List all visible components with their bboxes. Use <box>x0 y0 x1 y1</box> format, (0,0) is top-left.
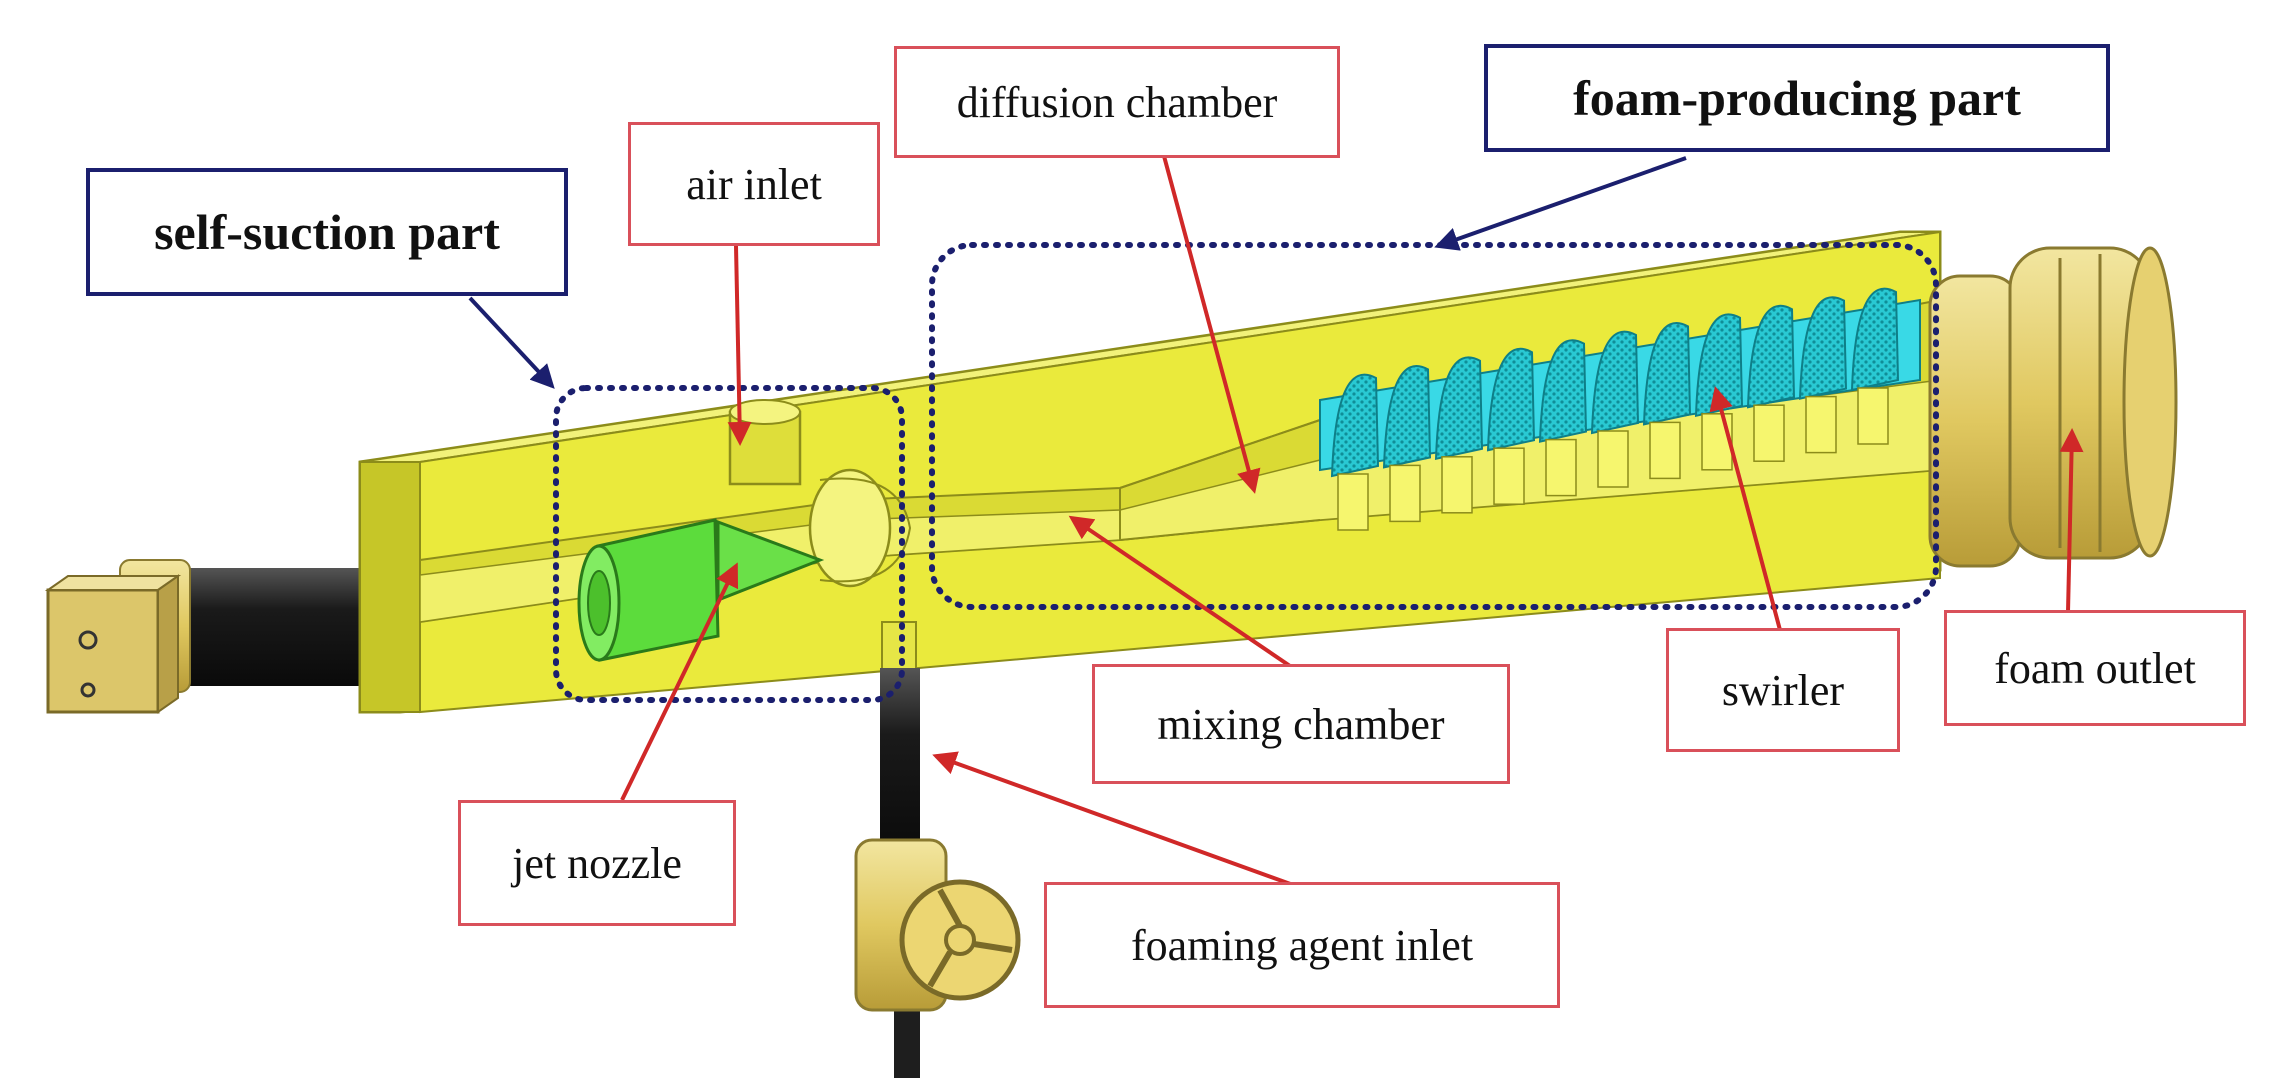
outlet-fitting <box>1928 246 2178 568</box>
swirler-slot <box>1805 395 1837 454</box>
swirler-slot <box>1389 464 1421 523</box>
self-suction-outline <box>553 385 905 703</box>
swirler-blade <box>1642 322 1692 426</box>
swirler-slot <box>1337 473 1369 531</box>
swirler-slot <box>1649 421 1681 480</box>
foam-outlet-arrow <box>2059 428 2084 613</box>
jet-nozzle-part <box>577 518 825 662</box>
mixing-chamber-arrow <box>1068 515 1292 668</box>
foam-outlet-label: foam outlet <box>1944 610 2246 726</box>
foam-producing-outline <box>929 242 1939 610</box>
swirler-slot <box>1753 404 1785 462</box>
swirler-label: swirler <box>1666 628 1900 752</box>
jet-nozzle-label: jet nozzle <box>458 800 736 926</box>
swirler-blade <box>1486 347 1536 452</box>
swirler-blade <box>1798 296 1848 400</box>
air-inlet-arrow <box>727 245 752 446</box>
swirler-blade <box>1434 356 1484 461</box>
self-suction-label: self-suction part <box>86 168 568 296</box>
foaming-agent-inlet-arrow <box>932 751 1297 888</box>
foaming-agent-hose <box>854 621 1021 1078</box>
swirler-blade <box>1382 365 1432 469</box>
jet-nozzle-arrow <box>620 562 739 801</box>
swirler-blade <box>1330 373 1380 478</box>
swirler-slot <box>1545 438 1577 497</box>
diffusion-chamber-label: diffusion chamber <box>894 46 1340 158</box>
air-inlet-label: air inlet <box>628 122 880 246</box>
swirler-blade <box>1746 304 1796 409</box>
swirler-slot <box>1597 430 1629 488</box>
diffusion-chamber-arrow <box>1162 155 1261 494</box>
mixing-chamber-label: mixing chamber <box>1092 664 1510 784</box>
foam-producing-label: foam-producing part <box>1484 44 2110 152</box>
foaming-agent-inlet-label: foaming agent inlet <box>1044 882 1560 1008</box>
swirler-blade <box>1850 287 1900 392</box>
callout-arrows <box>620 155 2084 888</box>
swirler-slot <box>1857 387 1889 445</box>
swirler-assembly <box>1319 287 1921 531</box>
self-suction-pointer <box>468 296 555 389</box>
swirler-slot <box>1441 456 1473 514</box>
swirler-arrow <box>1709 386 1782 631</box>
swirler-blade <box>1590 330 1640 435</box>
swirler-blade <box>1538 339 1588 443</box>
swirler-slot <box>1493 447 1525 505</box>
swirler-slot <box>1701 413 1733 471</box>
foam-producing-pointer <box>1434 156 1687 251</box>
